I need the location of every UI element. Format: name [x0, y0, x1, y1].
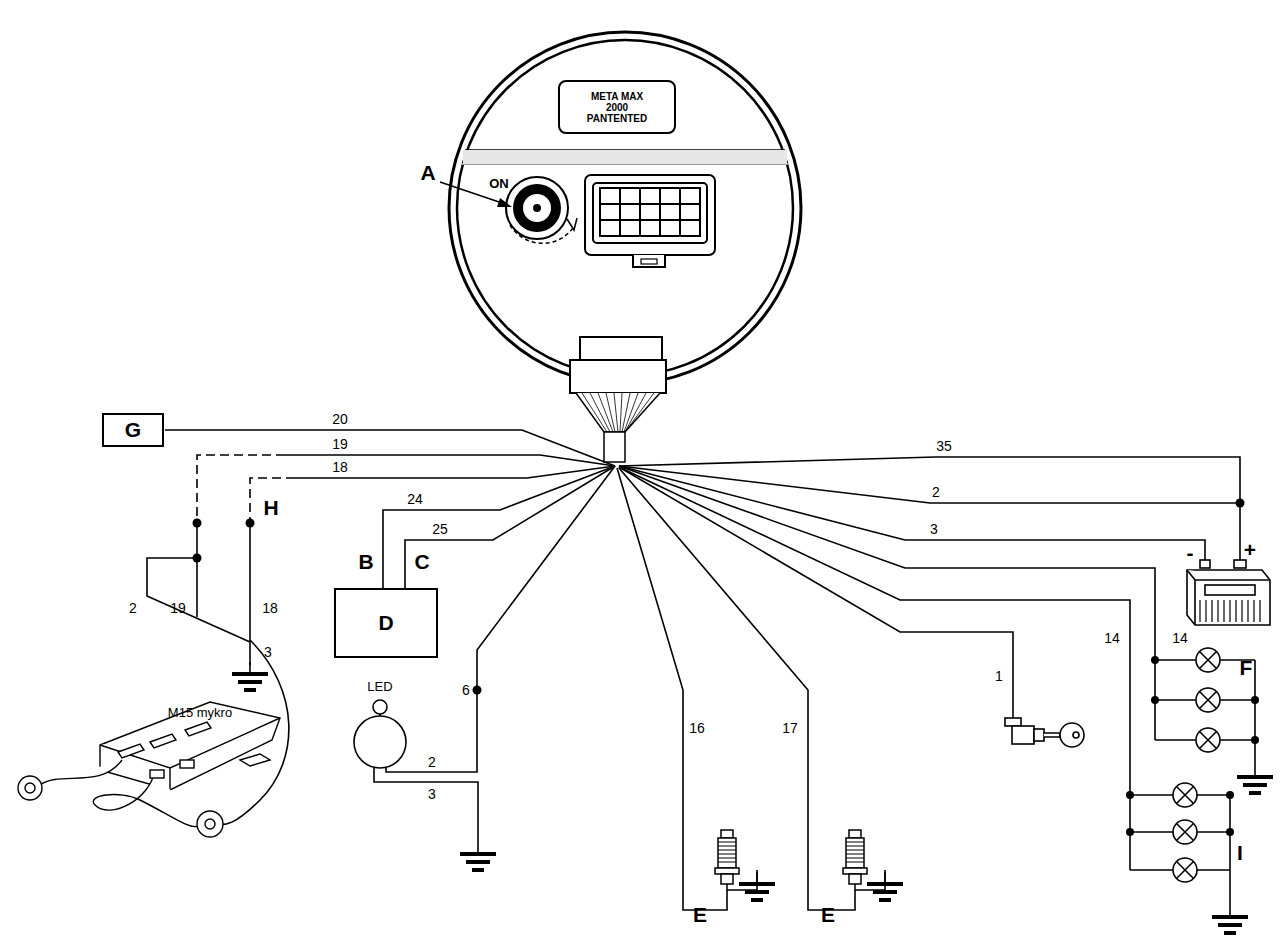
m15-mykro-unit [18, 702, 280, 837]
callout-letter: H [263, 497, 278, 518]
wire-number: 6 [462, 683, 470, 697]
wire-number: 14 [1104, 631, 1120, 645]
wire-number: 20 [332, 412, 348, 426]
wire-number: 3 [930, 522, 938, 536]
led-symbol [354, 700, 406, 768]
wire-number: 2 [428, 755, 436, 769]
wire-number: 35 [936, 439, 952, 453]
harness-connector [570, 337, 666, 462]
switch-label: ON [489, 177, 509, 190]
callout-letter: B [358, 551, 373, 572]
wire-number: 3 [428, 787, 436, 801]
component-box: D [334, 588, 438, 658]
wire-number: 1 [995, 669, 1003, 683]
wire-number: 19 [170, 601, 186, 615]
wires [147, 430, 1255, 910]
brand-plate: META MAX 2000 PANTENTED [558, 80, 676, 134]
wire-number: 17 [782, 721, 798, 735]
part-name: LED [367, 680, 392, 693]
ground-symbols [232, 662, 1273, 935]
battery-symbol [1187, 560, 1270, 625]
callout-letter: F [1240, 657, 1253, 678]
wire-number: 19 [332, 437, 348, 451]
callout-letter: I [1237, 842, 1243, 863]
on-switch-knob [506, 177, 577, 243]
box-label: G [125, 418, 141, 442]
wire-number: 2 [129, 601, 137, 615]
polarity-sign: + [1244, 539, 1256, 560]
junction-dots [193, 499, 1260, 837]
wire-number: 2 [932, 485, 940, 499]
ignition-key [1005, 718, 1084, 747]
wire-number: 24 [407, 492, 423, 506]
box-label: D [378, 611, 393, 635]
callout-letter: E [821, 904, 835, 925]
box-label: META MAX 2000 PANTENTED [583, 91, 651, 124]
spark-plugs [715, 830, 867, 890]
callout-letter: E [693, 904, 707, 925]
polarity-sign: - [1187, 542, 1194, 563]
lamps [1173, 648, 1220, 882]
callout-letter: A [420, 162, 435, 183]
gauge-socket [585, 175, 715, 267]
wire-number: 25 [432, 522, 448, 536]
wire-number: 3 [264, 645, 272, 659]
gauge-body [449, 32, 801, 384]
callout-letter: C [414, 551, 429, 572]
part-name: M15 mykro [168, 706, 232, 719]
wire-number: 14 [1172, 631, 1188, 645]
wire-number: 18 [332, 460, 348, 474]
wire-number: 18 [262, 601, 278, 615]
component-box: G [102, 413, 164, 447]
wire-number: 16 [689, 721, 705, 735]
